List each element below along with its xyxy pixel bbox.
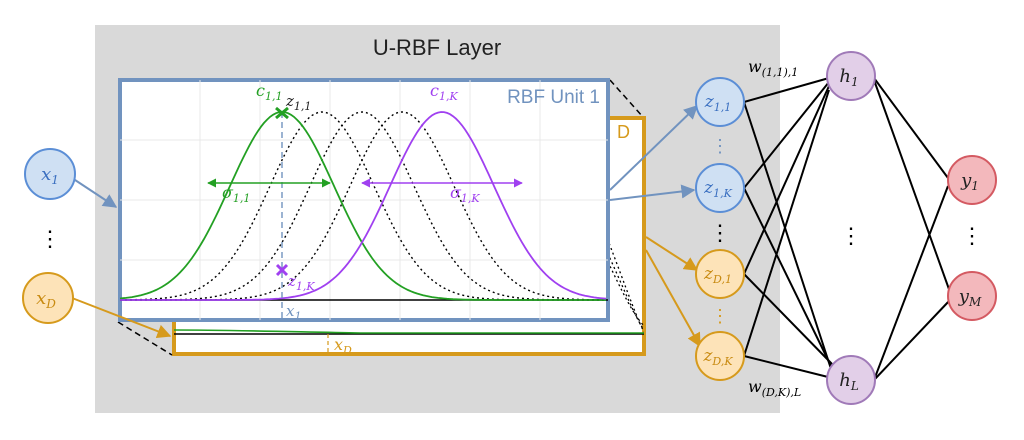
plot-label-sigma11: σ1,1 (222, 183, 250, 205)
input-dots: ⋮ (39, 226, 61, 251)
output-node-yM: yM (947, 271, 997, 321)
violet-rbf-curve (120, 111, 607, 301)
hidden-node-hL: hL (826, 355, 876, 405)
svg-text:z1,1: z1,1 (704, 92, 731, 114)
input-node-x1: x1 (24, 148, 76, 200)
unitD-to-zD1-arrow (645, 236, 699, 271)
output-dots: ⋮ (961, 223, 983, 248)
green-rbf-curve (120, 111, 606, 301)
hidden-to-output-connections (873, 77, 951, 381)
plot-label-z11: z1,1 (285, 92, 311, 113)
unitD-to-zDK-arrow (645, 249, 701, 348)
z1K-marker (275, 263, 289, 277)
urbf-layer-title: U-RBF Layer (373, 35, 501, 60)
svg-text:zD,1: zD,1 (703, 264, 732, 286)
rbf-node-zDK: zD,K (695, 331, 745, 381)
svg-text:xD: xD (36, 288, 56, 311)
svg-text:yM: yM (958, 286, 982, 309)
weight-label-top: w(1,1),1 (748, 57, 798, 79)
output-node-y1: y1 (947, 155, 997, 205)
svg-text:h1: h1 (839, 66, 858, 89)
svg-text:x1: x1 (41, 164, 59, 187)
z-middle-dots: ⋮ (709, 220, 731, 245)
plot-label-sigma1K: σ1,K (450, 183, 480, 205)
plot-label-x1: x1 (286, 302, 301, 323)
unit-d-label: D (617, 122, 630, 142)
svg-text:hL: hL (839, 370, 859, 393)
rbf-unit-1-panel: RBF Unit 1 c1,1 z1,1 c1,K σ1,1 σ1,K z1,K… (118, 78, 610, 323)
weight-label-bottom: w(D,K),L (748, 377, 801, 399)
rbf-unit-1-title: RBF Unit 1 (507, 87, 600, 108)
svg-text:z1,K: z1,K (703, 178, 732, 200)
hidden-node-h1: h1 (826, 51, 876, 101)
rbf-node-z1K: z1,K (695, 163, 745, 213)
plot-gridlines (120, 80, 608, 320)
plot-label-xD: xD (334, 335, 352, 357)
dotted-rbf-curve-3 (120, 111, 606, 301)
svg-text:y1: y1 (960, 170, 979, 193)
z-blue-dots: ⋮ (711, 136, 729, 156)
z11-marker (275, 106, 289, 120)
perspective-lines (117, 79, 644, 356)
z-to-hidden-connections (743, 77, 833, 379)
plot-label-c11: c1,1 (256, 81, 282, 103)
x1-to-unit1-arrow (71, 177, 118, 208)
rbf-node-zD1: zD,1 (695, 249, 745, 299)
rbf-unit-1-plot (120, 80, 608, 320)
plot-label-z1K: z1,K (287, 272, 315, 293)
z-orange-dots: ⋮ (711, 306, 729, 326)
unit1-to-z11-arrow (609, 105, 699, 191)
input-node-xD: xD (22, 272, 74, 324)
svg-text:zD,K: zD,K (702, 346, 733, 368)
unit1-to-z1K-arrow (609, 184, 696, 201)
hidden-dots: ⋮ (840, 223, 862, 248)
plot-label-c1K: c1,K (430, 81, 458, 103)
rbf-node-z11: z1,1 (695, 77, 745, 127)
xD-to-unitD-arrow (71, 297, 172, 338)
